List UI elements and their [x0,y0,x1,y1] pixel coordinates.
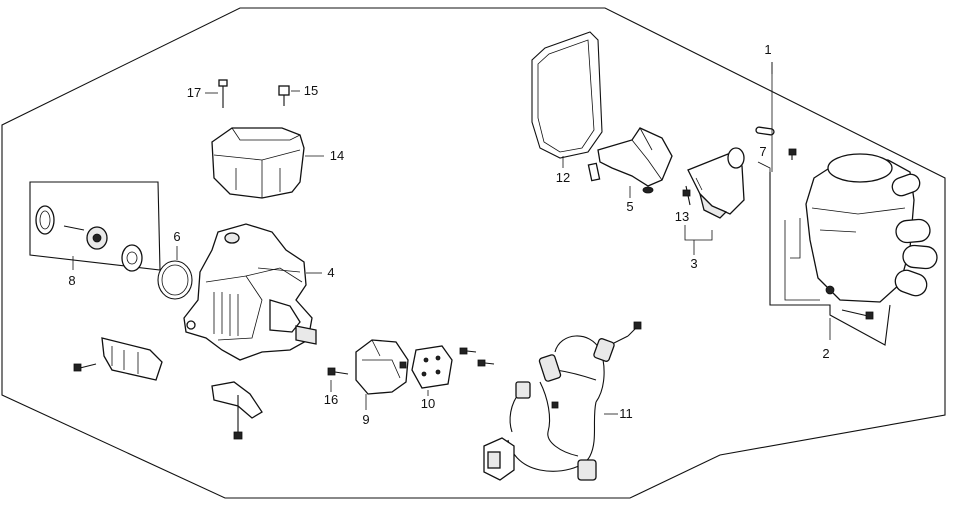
callout-16: 16 [324,392,338,407]
pickup-module-9 [355,339,409,395]
callout-11: 11 [619,406,633,421]
callout-7: 7 [759,144,766,159]
bearing-8 [63,225,108,250]
wire-harness-11 [483,321,642,481]
callout-12: 12 [556,170,570,185]
callout-2: 2 [822,346,829,361]
cap-assembly-bracket-2 [769,172,891,346]
callout-4: 4 [327,265,334,280]
callout-10: 10 [421,396,435,411]
rotor-5 [597,127,673,194]
callout-15: 15 [304,83,318,98]
callout-13: 13 [675,209,689,224]
callout-1: 1 [764,42,771,57]
callout-5: 5 [626,199,633,214]
distributor-cap [805,153,938,320]
screw-15 [278,85,290,106]
ignition-coil-14 [211,127,305,199]
spring-clip-12 [587,162,601,182]
assembly-boundary [1,7,946,499]
clamp-bracket [101,337,163,381]
callout-3: 3 [690,256,697,271]
distributor-housing-4 [183,223,317,361]
callout-14: 14 [330,148,344,163]
oil-seal-8 [35,205,55,235]
pin-7 [755,126,797,160]
callout-17: 17 [187,85,201,100]
ignition-module-3 [687,147,745,219]
bushing [121,244,143,272]
hold-down-clamp [211,381,263,440]
screw-pair [459,347,495,367]
callout-6: 6 [173,229,180,244]
bolt-16 [327,367,349,376]
o-ring-6 [157,260,193,300]
bolt-17 [218,79,228,108]
cap-seal-12 [531,31,603,159]
screw-bracket [73,363,97,372]
callout-8: 8 [68,273,75,288]
screw-13 [682,185,691,206]
connector-plate-10 [411,345,453,389]
callout-9: 9 [362,412,369,427]
